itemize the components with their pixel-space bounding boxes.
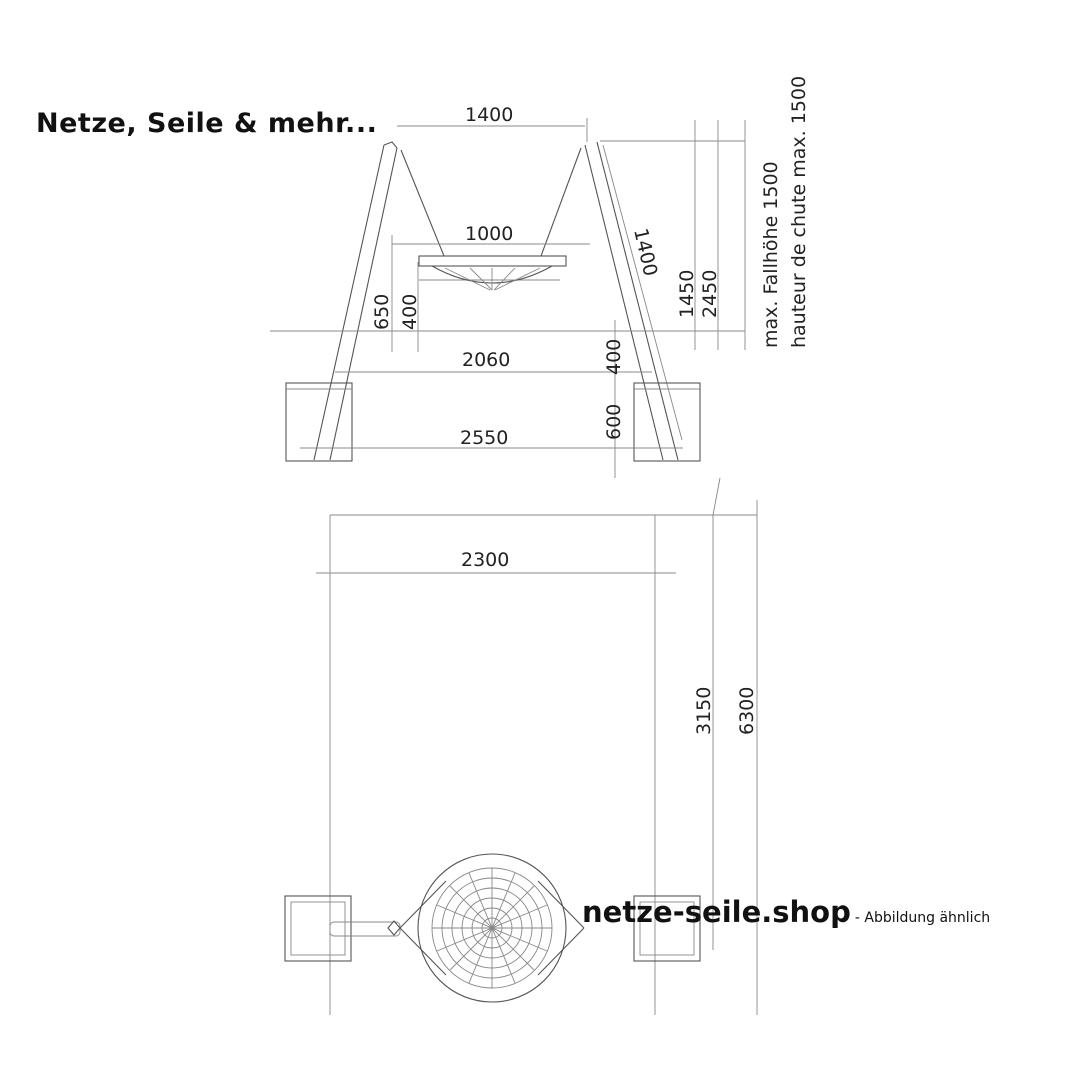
nest-swing-icon (387, 853, 585, 1003)
dim-chain-length: 1400 (629, 226, 661, 278)
dim-total-length: 6300 (736, 687, 758, 735)
dim-height-1: 1450 (676, 270, 698, 318)
fall-height-label-fr: hauteur de chute max. 1500 (788, 76, 810, 348)
dim-seat-width: 1000 (465, 223, 513, 245)
dim-seat-top-height: 650 (371, 294, 393, 330)
dim-inner-width: 2060 (462, 349, 510, 371)
dim-outer-width: 2550 (460, 427, 508, 449)
dim-plan-width: 2300 (461, 549, 509, 571)
brand-title: Netze, Seile & mehr... (36, 108, 378, 139)
dim-seat-bottom-height: 400 (399, 294, 421, 330)
dim-height-2: 2450 (699, 270, 721, 318)
dim-half-length: 3150 (693, 687, 715, 735)
dim-top-width: 1400 (465, 104, 513, 126)
fall-height-label-de: max. Fallhöhe 1500 (760, 161, 782, 348)
shop-note: - Abbildung ähnlich (854, 910, 991, 926)
dim-ground-ref: 400 (603, 339, 625, 375)
dim-foundation-depth: 600 (603, 404, 625, 440)
shop-url[interactable]: netze-seile.shop (582, 895, 851, 929)
shop-footer: netze-seile.shop- Abbildung ähnlich (582, 895, 990, 929)
side-view: 1400 1000 1400 650 400 2060 2550 400 600… (270, 76, 810, 516)
plan-view: 2300 3150 6300 (284, 514, 758, 1015)
